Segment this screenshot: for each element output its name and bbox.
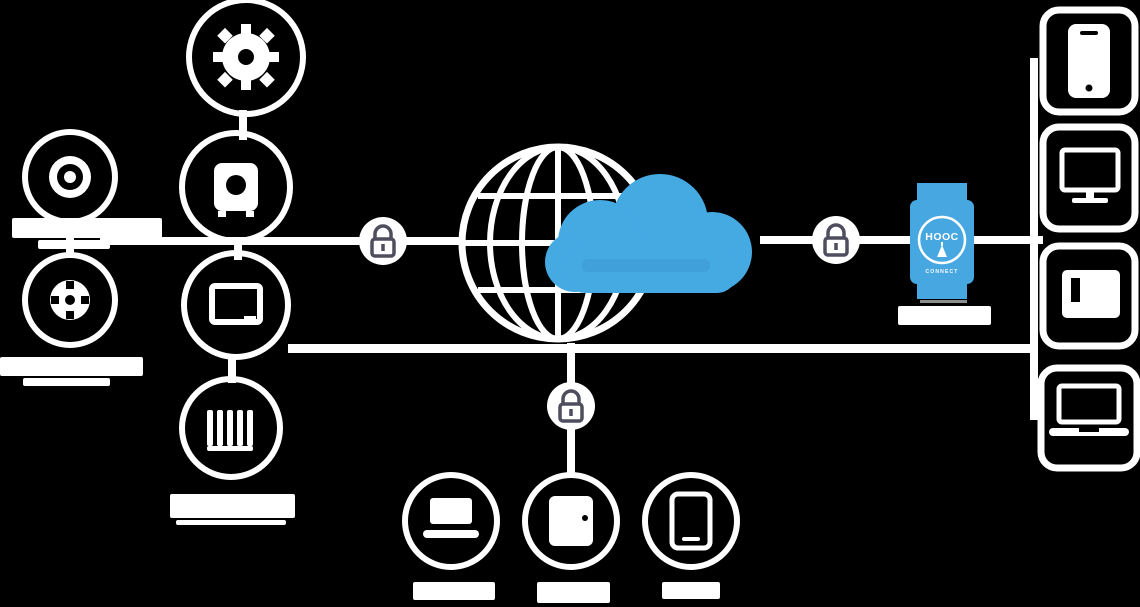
node-circle (179, 376, 283, 480)
tablet-icon (1062, 270, 1120, 318)
smartphone-icon (1068, 24, 1110, 98)
tile-frame (1037, 364, 1140, 472)
hooc-cloud-icon (545, 174, 752, 293)
padlock-icon (823, 223, 849, 257)
device-brand-text: HOOC (925, 231, 959, 243)
label-technician-1 (413, 582, 495, 600)
plant-node-6 (179, 376, 283, 480)
desktop-monitor-icon (1059, 147, 1121, 203)
line-plant-to-column-bottom (288, 344, 1038, 353)
camera-lens-icon (49, 156, 91, 198)
lock-bottom (547, 382, 595, 430)
device-shadow (920, 300, 967, 303)
device-bottom-cap (917, 282, 967, 299)
label-plant-lower (0, 357, 143, 386)
technician-cluster (402, 472, 740, 570)
device-logo-ring (917, 215, 967, 265)
plant-cluster (22, 0, 306, 480)
access-tile-4 (1037, 364, 1140, 472)
line-node1-node3 (239, 110, 247, 140)
device-top-cap (917, 183, 967, 202)
line-gateway-to-column (970, 236, 1043, 244)
device-model-text: CONNECT (925, 269, 958, 275)
line-right-column-vertical (1030, 58, 1038, 420)
tile-frame (1039, 123, 1139, 233)
padlock-icon (558, 389, 584, 423)
label-gateway (898, 306, 991, 325)
antenna-tower-icon (937, 242, 947, 257)
security-locks (359, 216, 860, 430)
plant-node-4 (22, 252, 118, 348)
node-circle (402, 472, 500, 570)
tile-frame (1039, 242, 1139, 350)
boiler-icon (214, 163, 258, 217)
access-tile-2 (1039, 123, 1139, 233)
node-circle (522, 472, 620, 570)
line-node2-node4 (66, 220, 74, 258)
hooc-gateway-device: HOOC CONNECT (910, 183, 974, 303)
tile-frame (1039, 6, 1139, 116)
node-circle (179, 130, 293, 244)
line-node3-node5 (234, 238, 242, 260)
padlock-icon (370, 224, 396, 258)
laptop-icon (1049, 383, 1129, 436)
radiator-icon (207, 410, 253, 451)
label-radiator (170, 494, 295, 525)
access-tile-1 (1039, 6, 1139, 116)
valve-wheel-icon (50, 280, 90, 320)
label-technician-3 (662, 582, 720, 599)
laptop-icon (423, 498, 479, 538)
technician-node-2 (522, 472, 620, 570)
technician-node-3 (642, 472, 740, 570)
plant-node-1 (186, 0, 306, 117)
controller-display-icon (209, 283, 263, 325)
access-tiles (1037, 6, 1140, 472)
line-node5-node6 (228, 355, 236, 383)
access-tile-3 (1039, 242, 1139, 350)
lock-right (812, 216, 860, 264)
diagram-labels (0, 218, 991, 603)
label-technician-2 (537, 582, 610, 603)
node-circle (22, 252, 118, 348)
tablet-icon (549, 496, 593, 546)
lock-left (359, 217, 407, 265)
technician-node-1 (402, 472, 500, 570)
smartphone-icon (669, 491, 713, 551)
label-plant-upper (12, 218, 162, 249)
node-circle (181, 250, 291, 360)
node-circle (642, 472, 740, 570)
plant-node-5 (181, 250, 291, 360)
node-circle (186, 0, 306, 117)
plant-node-3 (179, 130, 293, 244)
cloud-wordmark (582, 259, 710, 272)
line-plant-to-globe (100, 237, 462, 245)
gear-icon (213, 24, 279, 90)
plant-node-2 (22, 129, 118, 225)
